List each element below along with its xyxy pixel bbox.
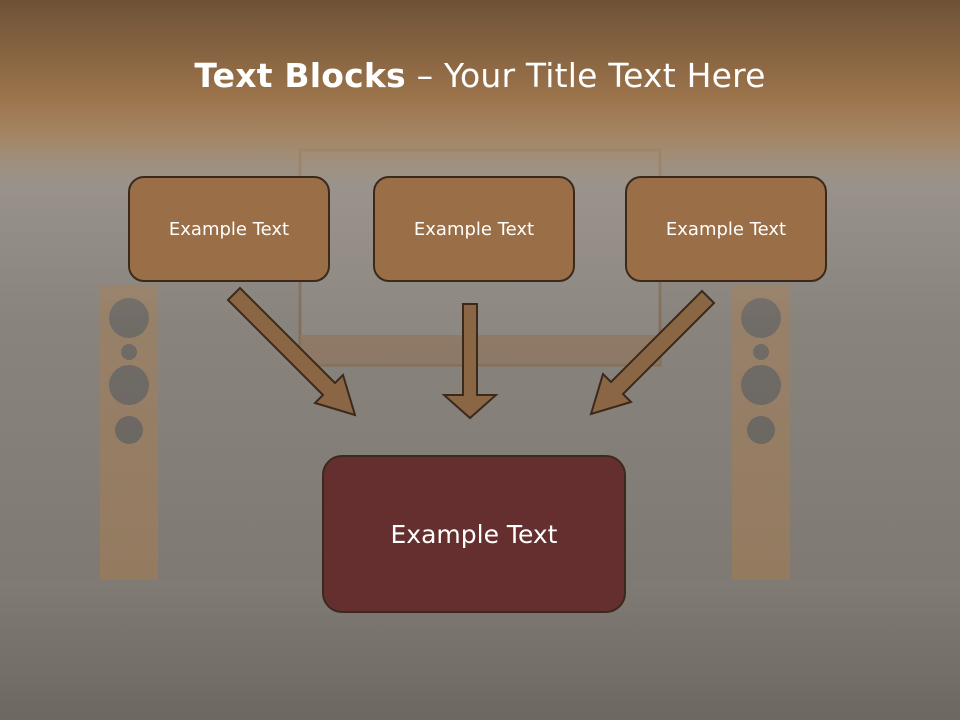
text-block-main-label: Example Text <box>390 519 558 549</box>
text-block-left-label: Example Text <box>168 218 290 240</box>
text-block-center-label: Example Text <box>413 218 535 240</box>
title-rest: Your Title Text Here <box>443 56 766 95</box>
text-block-left[interactable]: Example Text <box>128 176 330 282</box>
text-block-right-label: Example Text <box>665 218 787 240</box>
title-bold: Text Blocks <box>194 56 406 95</box>
title-dash: – <box>405 56 444 95</box>
text-block-main[interactable]: Example Text <box>322 455 626 613</box>
slide-title: Text Blocks – Your Title Text Here <box>0 54 960 98</box>
text-block-center[interactable]: Example Text <box>373 176 575 282</box>
text-block-right[interactable]: Example Text <box>625 176 827 282</box>
